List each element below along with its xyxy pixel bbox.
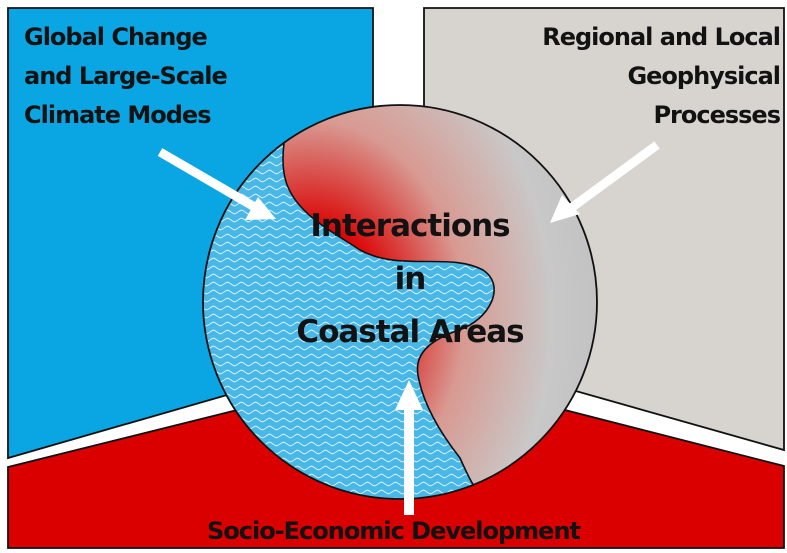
circle-outline <box>202 104 598 500</box>
center-label: Interactions in Coastal Areas <box>265 200 555 359</box>
arrow-icon <box>157 148 276 220</box>
center-line-1: Interactions <box>310 208 510 244</box>
global-change-line-3: Climate Modes <box>24 101 211 129</box>
arrow-icon <box>395 380 423 515</box>
regional-local-line-2: Geophysical <box>627 62 781 90</box>
center-line-2: in <box>394 261 427 297</box>
global-change-line-2: and Large-Scale <box>24 62 228 90</box>
global-change-label: Global Change and Large-Scale Climate Mo… <box>24 18 228 135</box>
center-line-3: Coastal Areas <box>296 314 524 350</box>
global-change-line-1: Global Change <box>24 23 208 51</box>
coastline <box>282 105 495 499</box>
regional-local-line-3: Processes <box>653 101 781 129</box>
regional-local-label: Regional and Local Geophysical Processes <box>542 18 781 135</box>
coastal-area-circle <box>203 105 597 499</box>
land-region <box>283 105 597 499</box>
socio-economic-label: Socio-Economic Development <box>206 517 581 545</box>
regional-local-line-1: Regional and Local <box>542 23 781 51</box>
arrow-icon <box>550 141 660 223</box>
